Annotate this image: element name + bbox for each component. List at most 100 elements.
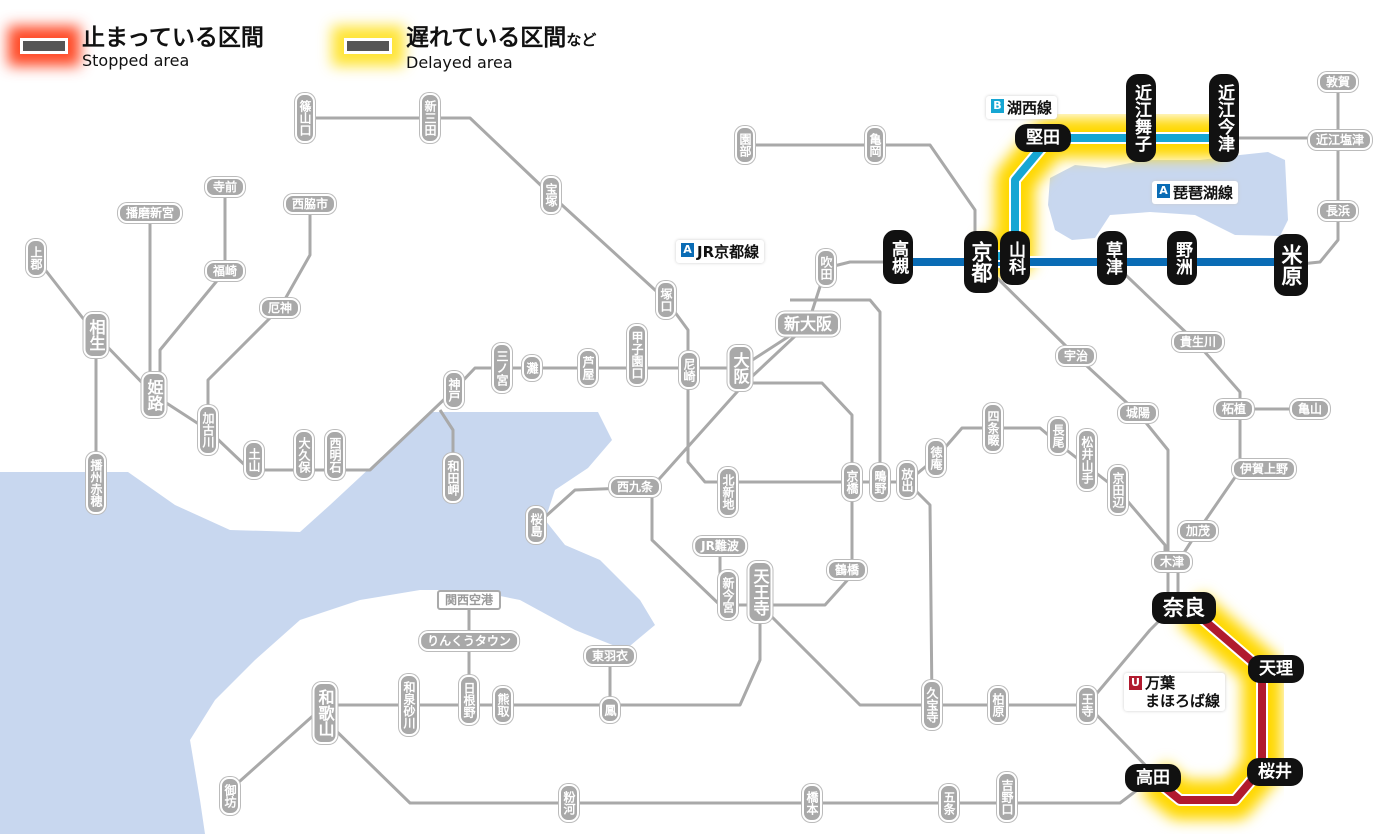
station-yasu[interactable]: 野洲: [1167, 231, 1197, 285]
station-takarazuka[interactable]: 宝塚: [541, 176, 561, 214]
station-kameoka[interactable]: 亀岡: [865, 126, 885, 164]
station-osaka[interactable]: 大阪: [727, 345, 753, 391]
station-tsukaguchi[interactable]: 塚口: [656, 281, 676, 319]
station-shigino[interactable]: 鴫野: [870, 463, 890, 501]
line-badge-b: B: [991, 99, 1004, 113]
station-joyo[interactable]: 城陽: [1117, 403, 1159, 423]
station-matsuiyamate[interactable]: 松井山手: [1077, 429, 1097, 491]
station-kokawa[interactable]: 粉河: [559, 784, 579, 822]
station-kyotanabe[interactable]: 京田辺: [1108, 465, 1128, 515]
line-label-kosei[interactable]: B 湖西線: [986, 96, 1058, 119]
station-aioi[interactable]: 相生: [83, 312, 109, 358]
station-katata[interactable]: 堅田: [1015, 124, 1071, 152]
station-nagahama[interactable]: 長浜: [1317, 201, 1359, 221]
rail-line: [650, 381, 854, 607]
station-kobe[interactable]: 神戸: [444, 371, 464, 409]
station-izumisunagawa[interactable]: 和泉砂川: [399, 674, 419, 736]
stopped-swatch: [20, 38, 68, 54]
station-himeji[interactable]: 姫路: [141, 372, 167, 418]
station-kizu[interactable]: 木津: [1151, 552, 1193, 572]
station-banshuako[interactable]: 播州赤穂: [86, 452, 106, 514]
station-shijonawate[interactable]: 四条畷: [983, 403, 1003, 453]
station-shinimamiya[interactable]: 新今宮: [718, 570, 738, 620]
station-hashimoto[interactable]: 橋本: [802, 784, 822, 822]
station-tsuruga[interactable]: 敦賀: [1317, 72, 1359, 92]
station-gobo[interactable]: 御坊: [220, 777, 240, 815]
station-shinosaka[interactable]: 新大阪: [775, 311, 841, 337]
station-otori[interactable]: 鳳: [600, 697, 620, 723]
station-higashihagoromo[interactable]: 東羽衣: [583, 646, 637, 666]
station-wakayama[interactable]: 和歌山: [312, 682, 338, 744]
station-gojo[interactable]: 五条: [939, 784, 959, 822]
station-tsuruhashi[interactable]: 鶴橋: [826, 560, 868, 580]
station-sakurajima[interactable]: 桜島: [526, 506, 546, 544]
station-omishiotsu[interactable]: 近江塩津: [1307, 130, 1373, 150]
station-nara[interactable]: 奈良: [1152, 592, 1216, 624]
station-fukusaki[interactable]: 福崎: [204, 261, 246, 281]
station-nada[interactable]: 灘: [522, 355, 542, 381]
line-badge-u: U: [1129, 676, 1142, 690]
station-amagasaki[interactable]: 尼崎: [679, 351, 699, 389]
station-tsuchiyama[interactable]: 土山: [244, 441, 264, 479]
station-igaueno[interactable]: 伊賀上野: [1231, 459, 1297, 479]
station-sasayamaguchi[interactable]: 篠山口: [295, 93, 315, 143]
station-omimaiko[interactable]: 近江舞子: [1126, 74, 1156, 162]
station-kamo[interactable]: 加茂: [1177, 521, 1219, 541]
station-kusatsu[interactable]: 草津: [1097, 231, 1127, 285]
station-wadamisaki[interactable]: 和田岬: [443, 453, 463, 503]
line-name-2: まほろば線: [1145, 692, 1221, 710]
station-kyobashi[interactable]: 京橋: [842, 463, 862, 501]
station-sannomiya[interactable]: 三ノ宮: [492, 343, 512, 393]
station-shinsanda[interactable]: 新三田: [420, 93, 440, 143]
station-jrnamba[interactable]: JR難波: [693, 536, 747, 556]
station-sonobe[interactable]: 園部: [735, 126, 755, 164]
station-tennoji[interactable]: 天王寺: [747, 561, 773, 623]
station-maibara[interactable]: 米原: [1274, 234, 1308, 296]
station-nagao[interactable]: 長尾: [1048, 417, 1068, 455]
station-koshienguchi[interactable]: 甲子園口: [627, 324, 647, 386]
station-kakogawa[interactable]: 加古川: [198, 405, 218, 455]
station-kameyama[interactable]: 亀山: [1289, 399, 1331, 419]
station-yakujin[interactable]: 厄神: [259, 298, 301, 318]
line-label-jr-kyoto[interactable]: A JR京都線: [676, 240, 765, 263]
station-suita[interactable]: 吹田: [816, 249, 836, 287]
station-rinkutown[interactable]: りんくうタウン: [419, 631, 519, 651]
station-yamashina[interactable]: 山科: [1000, 231, 1030, 285]
station-tokuan[interactable]: 徳庵: [926, 439, 946, 477]
station-sakurai[interactable]: 桜井: [1247, 758, 1303, 786]
station-kibukawa[interactable]: 貴生川: [1171, 332, 1225, 352]
legend-delayed-jp: 遅れている区間: [406, 25, 567, 51]
legend-delayed-suffix: など: [566, 31, 597, 49]
station-kansaiairport[interactable]: 関西空港: [436, 590, 502, 610]
rail-line: [1085, 703, 1152, 772]
station-uji[interactable]: 宇治: [1055, 346, 1097, 366]
station-nishikujo[interactable]: 西九条: [608, 477, 662, 497]
station-yoshinoguchi[interactable]: 吉野口: [997, 772, 1017, 822]
station-nishiwakishi[interactable]: 西脇市: [283, 194, 337, 214]
line-name: 琵琶湖線: [1173, 184, 1234, 202]
station-omiimazu[interactable]: 近江今津: [1209, 74, 1239, 162]
station-kumatori[interactable]: 熊取: [493, 686, 513, 724]
station-kamigori[interactable]: 上郡: [26, 239, 46, 277]
station-nishiakashi[interactable]: 西明石: [325, 430, 345, 480]
line-label-manyo[interactable]: U 万葉まほろば線: [1124, 673, 1226, 711]
station-kitashinchi[interactable]: 北新地: [718, 467, 738, 517]
station-takatsuki[interactable]: 高槻: [883, 230, 913, 284]
legend-delayed-jp-wrap: 遅れている区間など: [406, 24, 596, 54]
station-tsuge[interactable]: 柘植: [1213, 399, 1255, 419]
station-kashiwara[interactable]: 柏原: [988, 686, 1008, 724]
line-label-biwako[interactable]: A 琵琶湖線: [1152, 181, 1239, 204]
delayed-swatch: [344, 38, 392, 54]
station-tenri[interactable]: 天理: [1248, 655, 1304, 683]
station-kyoto[interactable]: 京都: [964, 231, 998, 293]
station-teramae[interactable]: 寺前: [204, 177, 246, 197]
station-okubo[interactable]: 大久保: [294, 430, 314, 480]
station-kyuhoji[interactable]: 久宝寺: [922, 680, 942, 730]
station-harimashingu[interactable]: 播磨新宮: [117, 203, 183, 223]
station-hineno[interactable]: 日根野: [459, 675, 479, 725]
station-hanaten[interactable]: 放出: [897, 461, 917, 499]
station-oji[interactable]: 王寺: [1077, 686, 1097, 724]
station-takada[interactable]: 高田: [1125, 764, 1181, 792]
station-ashiya[interactable]: 芦屋: [578, 349, 598, 387]
